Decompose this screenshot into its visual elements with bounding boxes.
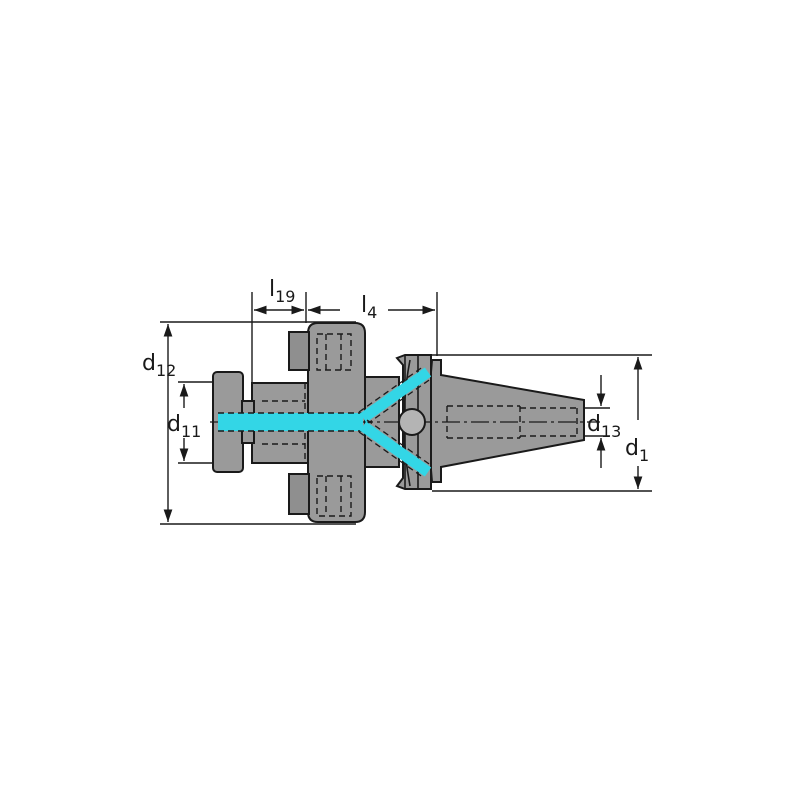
coolant-axial-channel	[218, 413, 363, 431]
dimension-lines	[160, 292, 652, 525]
label-d11: d11	[167, 412, 201, 441]
coolant-channels	[218, 365, 433, 479]
label-d13: d13	[587, 412, 621, 441]
coolant-branch-upper	[358, 365, 433, 425]
label-l19: l19	[269, 277, 295, 306]
coolant-branch-lower	[358, 419, 433, 479]
taper-shank	[430, 359, 585, 483]
label-l4: l4	[361, 293, 377, 322]
bolt-head-bottom	[288, 473, 310, 515]
label-d12: d12	[142, 351, 176, 380]
drive-slot	[398, 408, 426, 436]
label-d1: d1	[625, 436, 649, 465]
bolt-head-top	[288, 331, 310, 371]
